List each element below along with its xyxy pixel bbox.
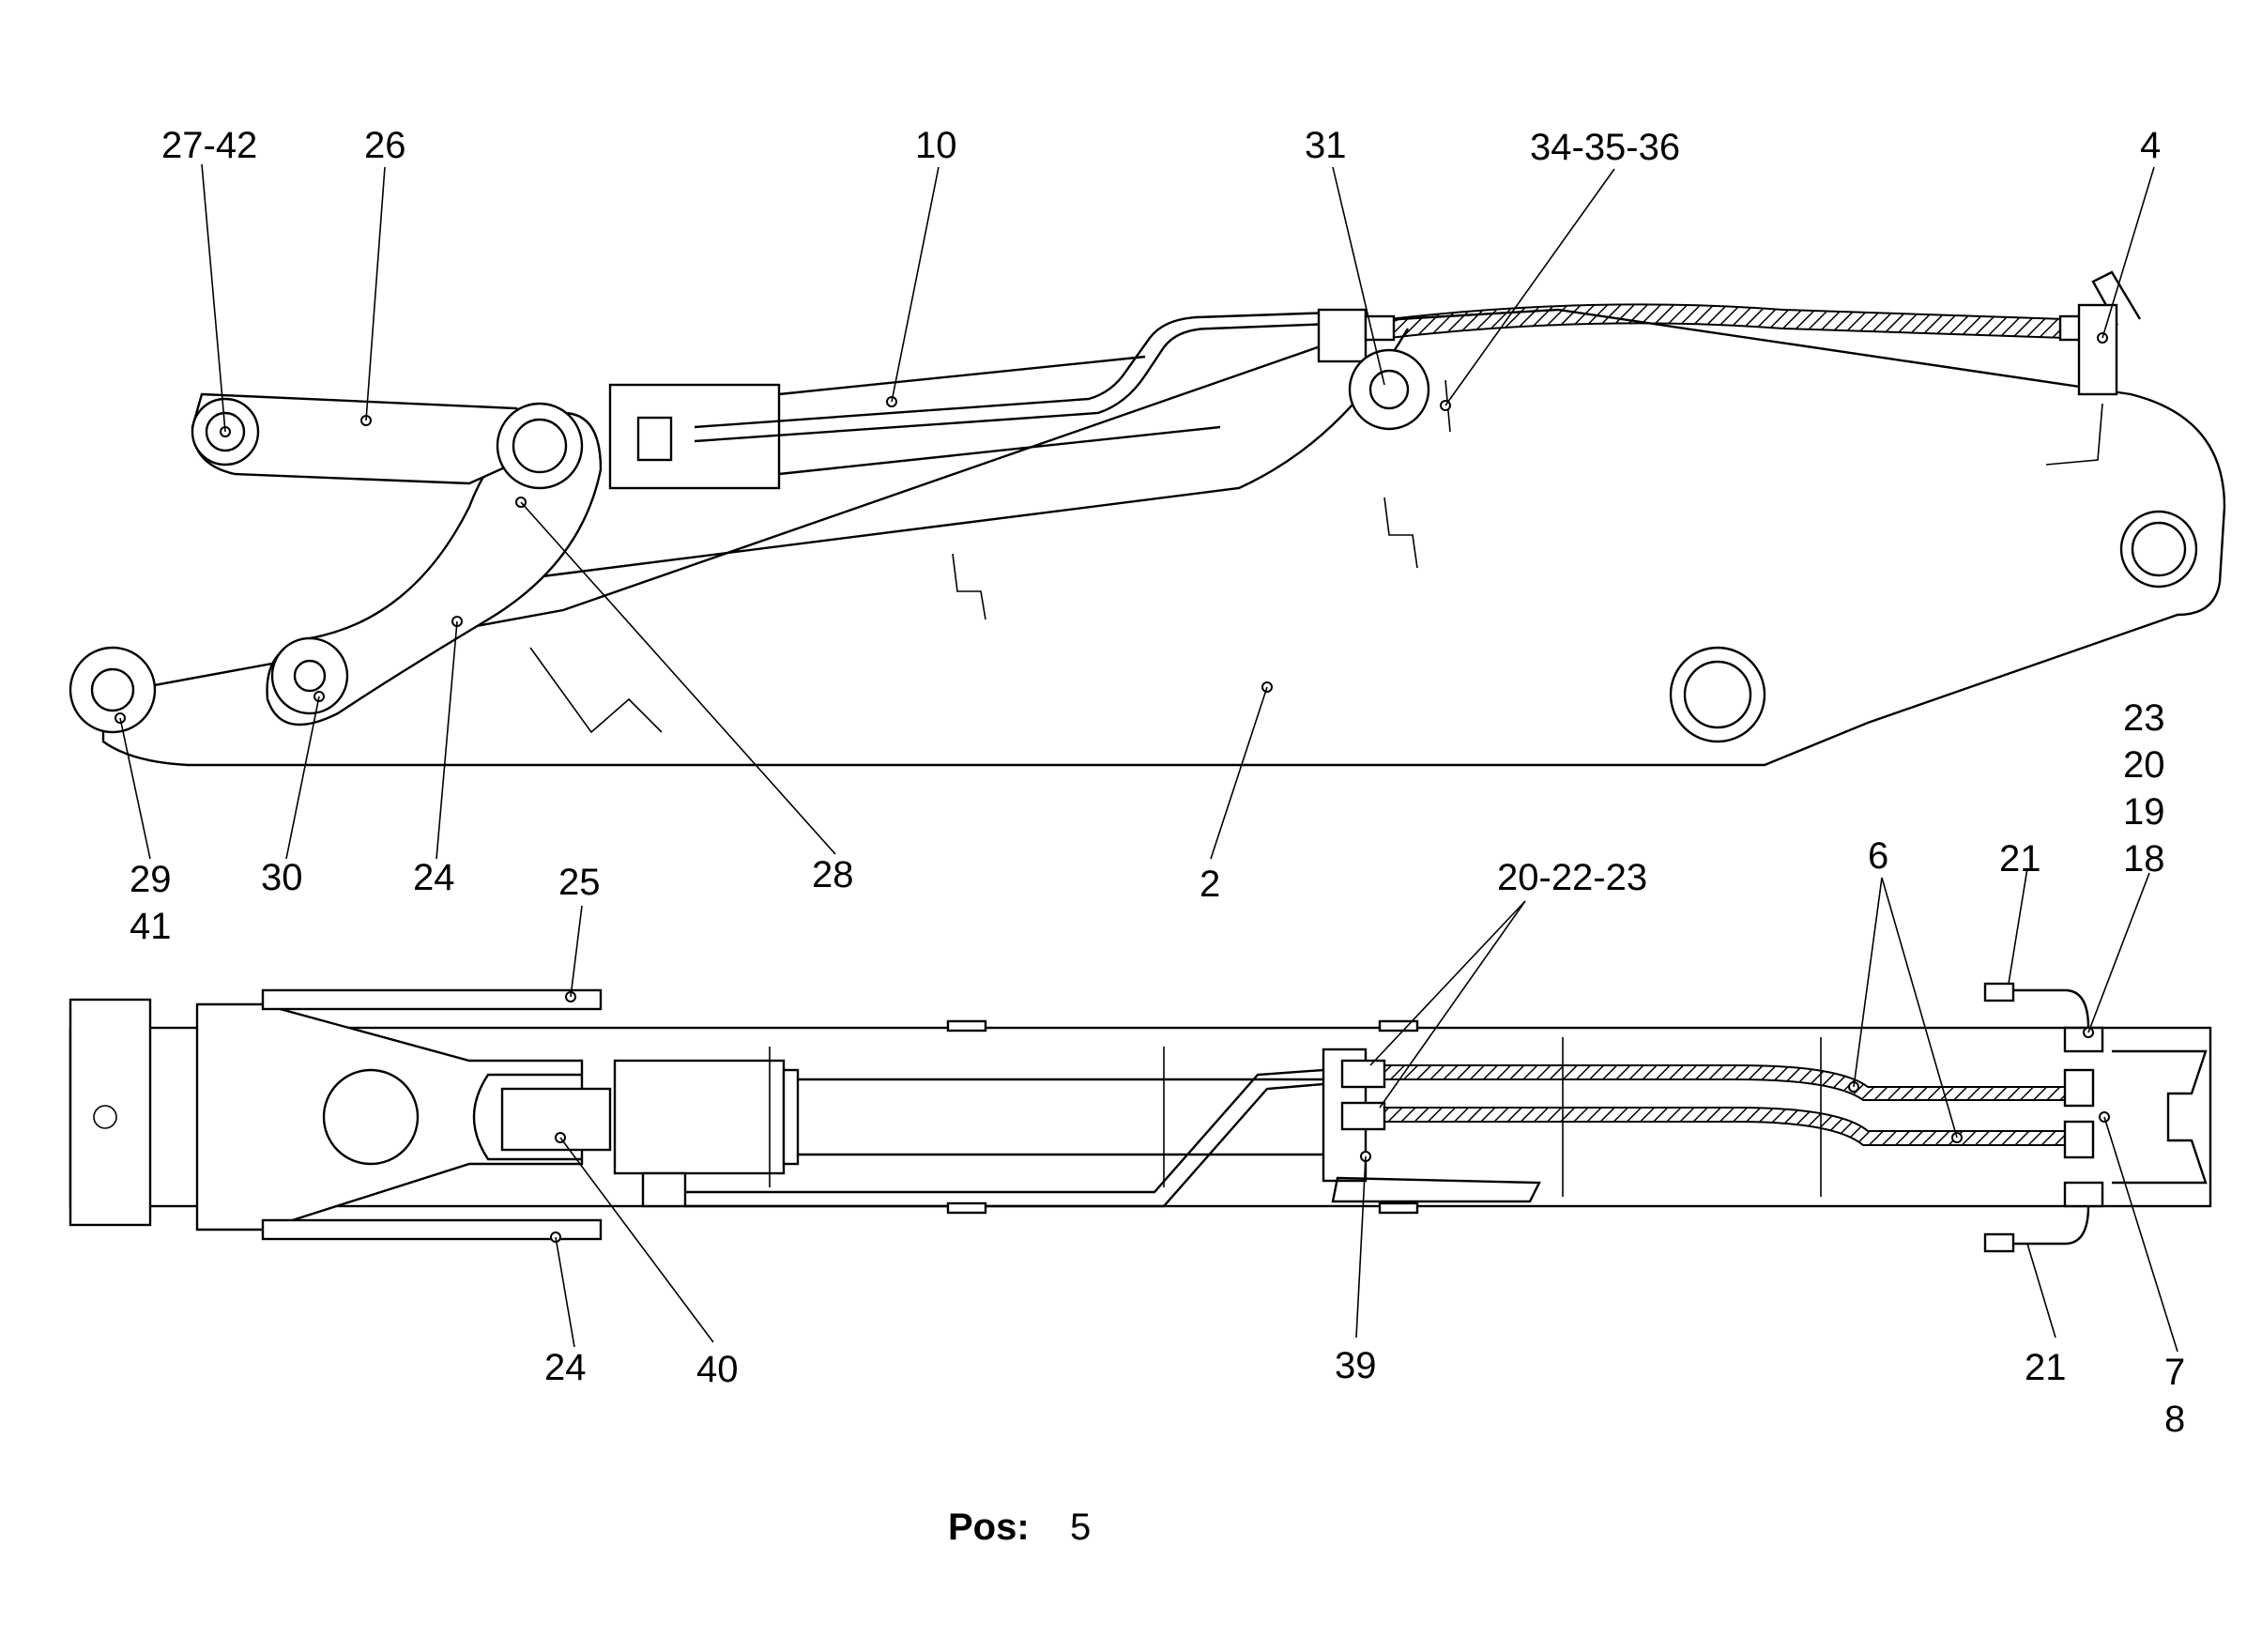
hose-fitting-left <box>1364 314 1396 342</box>
callout-7: 7 <box>2164 1352 2185 1393</box>
top-view <box>69 867 2212 1353</box>
callout-28: 28 <box>812 854 854 895</box>
pos-value: 5 <box>1070 1507 1091 1548</box>
pos-label: Pos: <box>948 1507 1030 1548</box>
top-rod-clevis <box>472 1073 582 1161</box>
boom-body <box>101 308 2226 767</box>
pipe-upper-2 <box>694 311 1334 429</box>
top-bracket <box>2077 303 2118 396</box>
callout-41: 41 <box>130 906 172 947</box>
top-foot-plate <box>69 998 152 1227</box>
bracket-a <box>529 647 663 734</box>
callout-4: 4 <box>2140 125 2161 166</box>
callout-40: 40 <box>696 1349 739 1390</box>
callout-30: 30 <box>261 857 303 898</box>
callout-21a: 21 <box>1999 838 2041 880</box>
callout-21b: 21 <box>2025 1347 2067 1388</box>
bracket-c <box>1383 497 1418 569</box>
top-pipe <box>685 1068 1324 1208</box>
arm-link <box>266 411 603 727</box>
cylinder-rod <box>778 355 1221 476</box>
callout-2: 2 <box>1200 864 1220 905</box>
callout-29: 29 <box>130 859 172 900</box>
top-cylinder <box>613 1059 786 1175</box>
callout-10: 10 <box>915 125 957 166</box>
callout-31: 31 <box>1305 125 1347 166</box>
pin-31 <box>1348 348 1430 431</box>
callout-23: 23 <box>2123 697 2165 739</box>
callout-19: 19 <box>2123 791 2165 833</box>
callout-6: 6 <box>1868 835 1888 877</box>
callout-labels: 27-42 26 10 31 34-35-36 4 29 41 30 24 28… <box>130 125 2185 1440</box>
cylinder-head <box>636 416 673 462</box>
callout-20: 20 <box>2123 744 2165 786</box>
callout-27-42: 27-42 <box>161 125 257 166</box>
side-view <box>69 163 2226 860</box>
bracket-e <box>2045 403 2103 466</box>
pin-30 <box>270 636 349 715</box>
callout-18: 18 <box>2123 838 2165 880</box>
pipe-upper <box>694 322 1334 443</box>
callout-34-35-36: 34-35-36 <box>1530 127 1680 168</box>
top-end-clevis <box>2112 1049 2208 1185</box>
callout-39: 39 <box>1335 1345 1377 1386</box>
bracket-b <box>952 553 986 620</box>
pivot-block <box>1317 308 1368 363</box>
top-pin <box>322 1068 420 1166</box>
position-footer: Pos: 5 <box>948 1507 1091 1548</box>
callout-24b: 24 <box>544 1347 587 1388</box>
pin-28 <box>496 402 584 490</box>
pin-29 <box>69 646 157 734</box>
callout-8: 8 <box>2164 1399 2185 1440</box>
callout-26: 26 <box>364 125 406 166</box>
callout-20-22-23: 20-22-23 <box>1497 857 1647 898</box>
callout-25: 25 <box>558 862 601 903</box>
callout-24a: 24 <box>413 857 455 898</box>
